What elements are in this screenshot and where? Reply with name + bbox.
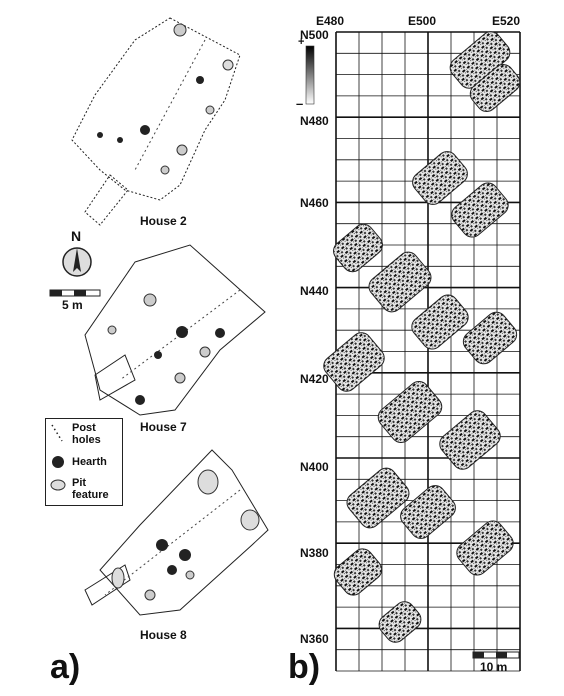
house-footprint xyxy=(462,311,518,365)
y-tick-n460: N460 xyxy=(300,196,329,210)
legend-pit-feature: Pit feature xyxy=(72,477,109,501)
house-footprint xyxy=(412,151,468,205)
y-tick-n420: N420 xyxy=(300,372,329,386)
house-footprint xyxy=(377,380,443,444)
house-footprint xyxy=(456,520,514,576)
house-footprint xyxy=(333,548,383,596)
legend-hearth: Hearth xyxy=(72,456,107,468)
panel-a-label: a) xyxy=(50,648,81,686)
north-label: N xyxy=(71,228,82,244)
x-tick-e480: E480 xyxy=(316,14,345,28)
house-8-plan xyxy=(84,449,269,616)
house-footprint xyxy=(439,410,501,470)
legend-symbols xyxy=(50,424,66,491)
panel-b-label: b) xyxy=(288,648,321,686)
scale-label-10m: 10 m xyxy=(480,660,508,674)
x-tick-e520: E520 xyxy=(492,14,521,28)
y-tick-n360: N360 xyxy=(300,632,329,646)
scale-bar-5m xyxy=(49,289,101,297)
y-tick-n500: N500 xyxy=(300,28,329,42)
house-footprint xyxy=(368,251,432,313)
house-8-label: House 8 xyxy=(140,628,187,642)
y-tick-n480: N480 xyxy=(300,114,329,128)
y-tick-n400: N400 xyxy=(300,460,329,474)
y-tick-n440: N440 xyxy=(300,284,329,298)
house-footprint xyxy=(451,182,509,238)
house-footprint xyxy=(469,64,521,112)
house-footprint xyxy=(378,601,422,643)
house-footprint xyxy=(333,223,383,273)
house-7-plan xyxy=(84,244,266,416)
north-arrow-icon xyxy=(62,247,92,277)
house-2-plan xyxy=(71,17,241,226)
house-footprint xyxy=(411,294,469,350)
house-7-label: House 7 xyxy=(140,420,187,434)
scale-bar-10m xyxy=(472,651,520,659)
legend: Post holes Hearth Pit feature xyxy=(45,418,123,506)
house-2-label: House 2 xyxy=(140,214,187,228)
intensity-high-label: + xyxy=(298,36,305,48)
house-footprint xyxy=(400,485,456,539)
intensity-ramp xyxy=(305,45,315,105)
legend-post-holes: Post holes xyxy=(72,422,101,446)
y-tick-n380: N380 xyxy=(300,546,329,560)
intensity-low-label: – xyxy=(296,96,304,111)
house-footprint xyxy=(323,332,385,392)
x-tick-e500: E500 xyxy=(408,14,437,28)
scale-label-5m: 5 m xyxy=(62,298,83,312)
house-footprints xyxy=(323,31,521,643)
house-footprint xyxy=(346,467,410,529)
